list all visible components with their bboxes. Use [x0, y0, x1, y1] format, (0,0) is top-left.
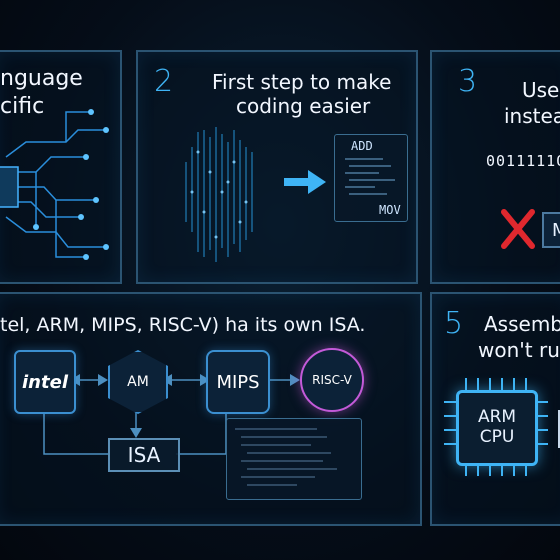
panel-1: nguage cific: [0, 50, 122, 284]
code-add: ADD: [351, 139, 373, 153]
step-number-2: 2: [154, 64, 174, 99]
cpu-pins-icon: [444, 378, 548, 476]
panel-4: tel, ARM, MIPS, RISC-V) ha its own ISA. …: [0, 292, 422, 526]
circuit-brain-icon: [0, 109, 109, 260]
partial-box-edge: [558, 410, 560, 448]
panel-3: 3 Uses instea 0011111O M: [430, 50, 560, 284]
panel-2: 2 First step to make coding easier ADD M…: [136, 50, 418, 284]
arm-label: AM: [127, 374, 149, 390]
digital-brain-icon: [185, 127, 253, 262]
riscv-circle: RISC-V: [300, 348, 364, 412]
mips-label: MIPS: [216, 371, 260, 393]
panel-3-title-line1: Uses: [522, 78, 560, 102]
instruction-listing-box: [226, 418, 362, 500]
arm-cpu-chip: ARM CPU: [456, 390, 538, 466]
panel-1-title-line2: cific: [0, 94, 45, 119]
panel-2-title-line1: First step to make: [212, 70, 392, 94]
code-lines-icon: [345, 158, 395, 195]
riscv-label: RISC-V: [312, 373, 352, 387]
cpu-label-line1: ARM: [477, 407, 517, 427]
intel-label: intel: [22, 371, 68, 393]
listing-lines-icon: [235, 428, 337, 486]
arrow-right-icon: [284, 170, 326, 194]
step-number-5: 5: [444, 306, 464, 341]
binary-code: 0011111O: [486, 152, 560, 170]
code-mov: MOV: [379, 203, 401, 217]
isa-label: ISA: [127, 443, 161, 467]
error-x-icon: [501, 209, 535, 249]
panel-5-title-line1: Assemb: [484, 312, 560, 336]
isa-box: ISA: [108, 438, 180, 472]
panel-4-title: tel, ARM, MIPS, RISC-V) ha its own ISA.: [0, 314, 366, 336]
mips-box: MIPS: [206, 350, 270, 414]
panel-5: 5 Assemb won't ru ARM CPU: [430, 292, 560, 526]
intel-chip-icon: intel: [14, 350, 76, 414]
panel-3-title-line2: instea: [504, 104, 560, 128]
step-number-3: 3: [458, 64, 478, 99]
mnemonic-box: M: [542, 212, 560, 248]
mnemonic-label: M: [552, 220, 560, 241]
panel-5-title-line2: won't ru: [478, 338, 560, 362]
panel-1-title-line1: nguage: [0, 66, 83, 91]
assembly-code-box: ADD MOV: [334, 134, 408, 222]
cpu-label-line2: CPU: [479, 427, 515, 447]
panel-2-title-line2: coding easier: [236, 94, 371, 118]
